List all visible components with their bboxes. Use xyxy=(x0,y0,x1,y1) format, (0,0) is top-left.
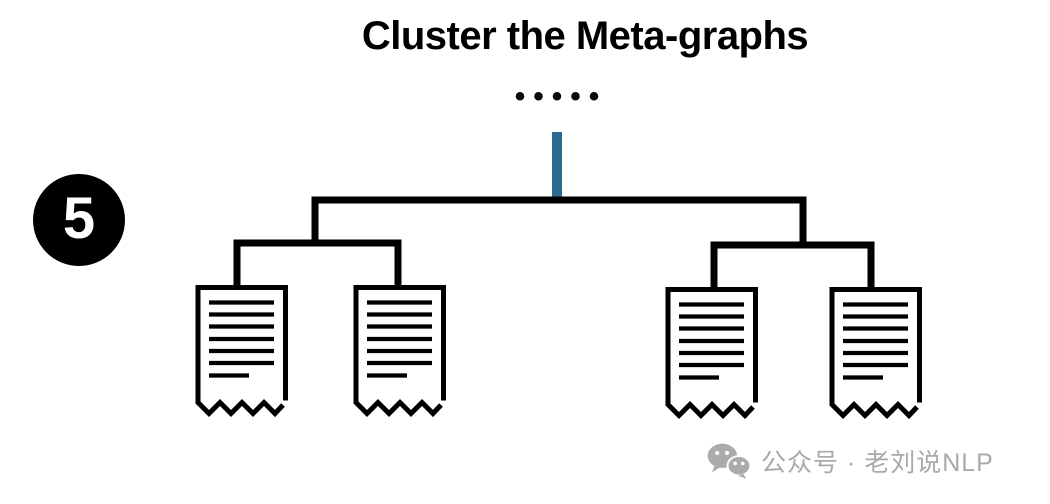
right-cluster-branch-line xyxy=(710,241,875,290)
ellipsis-dots: ••••• xyxy=(514,80,608,113)
wechat-logo-icon xyxy=(707,443,752,479)
left-cluster-branch-line xyxy=(233,239,402,288)
document-icon xyxy=(351,283,448,418)
document-icon xyxy=(193,283,290,418)
step-number-badge: 5 xyxy=(33,174,125,266)
watermark: 公众号 · 老刘说NLP xyxy=(705,443,994,479)
main-branch-line xyxy=(311,196,807,246)
document-icon xyxy=(827,285,924,420)
document-icon xyxy=(663,285,760,420)
page-title: Cluster the Meta-graphs xyxy=(361,14,809,58)
watermark-text: 公众号 · 老刘说NLP xyxy=(761,449,994,477)
step-number: 5 xyxy=(62,186,96,251)
